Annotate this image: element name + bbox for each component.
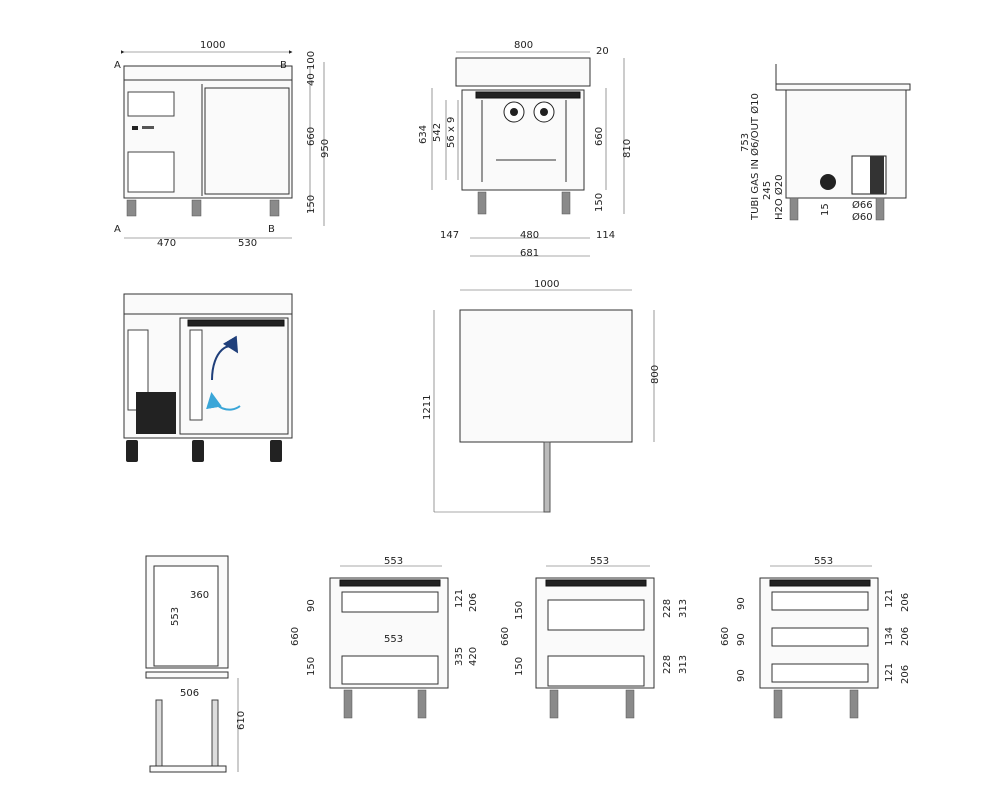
drawer-unit-2b: 553 660 150 150 228 313 228 313 — [500, 556, 689, 719]
gas-pipe-label: TUBI GAS IN Ø6/OUT Ø10 — [749, 93, 761, 221]
dim-side-810: 810 — [622, 139, 633, 158]
dim-side-634: 634 — [418, 125, 429, 144]
evaporator-fans — [503, 101, 555, 123]
airflow-return-arrow — [206, 392, 241, 411]
side-view: 800 20 634 542 56 x 9 660 810 150 147 48… — [418, 40, 633, 259]
dim-d2-553: 553 — [384, 556, 403, 567]
dim-front-100: 100 — [306, 51, 317, 70]
dim-side-542: 542 — [432, 123, 443, 142]
dim-d2-206: 206 — [468, 593, 479, 612]
drawer-unit-2: 553 553 660 90 150 121 206 335 420 — [290, 556, 479, 719]
dim-front-40: 40 — [306, 73, 317, 86]
dim-d2b-313b: 313 — [678, 655, 689, 674]
dim-side-480: 480 — [520, 230, 539, 241]
dim-d2-335: 335 — [454, 647, 465, 666]
dim-back-60: Ø60 — [852, 211, 873, 223]
front-view: 1000 A B A B 470 530 40 100 660 950 150 — [114, 40, 331, 249]
dim-d3-90b: 90 — [736, 633, 747, 646]
dim-front-950: 950 — [320, 139, 331, 158]
dim-d3-206b: 206 — [900, 627, 911, 646]
dim-d2b-228b: 228 — [662, 655, 673, 674]
dim-d2-150: 150 — [306, 657, 317, 676]
dim-d2b-150a: 150 — [514, 601, 525, 620]
dim-side-shelves: 56 x 9 — [446, 117, 457, 148]
dim-d2-121: 121 — [454, 589, 465, 608]
dim-d2b-228a: 228 — [662, 599, 673, 618]
dim-drawer-506: 506 — [180, 688, 199, 699]
section-a-top: A — [114, 60, 121, 71]
dim-side-20: 20 — [596, 46, 609, 57]
dim-d2-inner553: 553 — [384, 634, 403, 645]
dim-d3-206a: 206 — [900, 593, 911, 612]
dim-front-left: 470 — [157, 238, 176, 249]
dim-d3-206c: 206 — [900, 665, 911, 684]
dim-side-800: 800 — [514, 40, 533, 51]
dim-d2b-553: 553 — [590, 556, 609, 567]
drawer-unit-3: 553 660 90 90 90 121 206 134 206 121 206 — [720, 556, 911, 719]
compressor — [820, 155, 887, 195]
dim-d2b-150b: 150 — [514, 657, 525, 676]
dim-side-681: 681 — [520, 248, 539, 259]
dim-side-147: 147 — [440, 230, 459, 241]
dim-front-right: 530 — [238, 238, 257, 249]
dim-d3-134: 134 — [884, 627, 895, 646]
dim-back-753: 753 — [740, 133, 751, 152]
section-a-bottom: A — [114, 224, 121, 235]
dim-d2b-313a: 313 — [678, 599, 689, 618]
dim-side-114: 114 — [596, 230, 615, 241]
dim-d2-90: 90 — [306, 599, 317, 612]
dim-drawer-610: 610 — [236, 711, 247, 730]
dim-d2-660: 660 — [290, 627, 301, 646]
dim-d3-90a: 90 — [736, 597, 747, 610]
dim-plan-1000: 1000 — [534, 279, 559, 290]
back-view: 753 TUBI GAS IN Ø6/OUT Ø10 245 H2O Ø20 1… — [740, 64, 911, 223]
dim-d2-420: 420 — [468, 647, 479, 666]
dim-back-15: 15 — [820, 203, 831, 216]
dim-d2b-660: 660 — [500, 627, 511, 646]
section-b-top: B — [280, 60, 287, 71]
dim-plan-800: 800 — [650, 365, 661, 384]
drawer-detail: 360 553 506 610 — [145, 555, 247, 773]
dim-front-150: 150 — [306, 195, 317, 214]
front-vent-grille — [127, 91, 175, 193]
h2o-label: H2O Ø20 — [773, 174, 785, 220]
dim-back-66: Ø66 — [852, 199, 873, 211]
dim-drawer-553: 553 — [170, 607, 181, 626]
airflow-cold-arrow — [211, 335, 239, 381]
front-logo — [132, 126, 154, 130]
dim-plan-1211: 1211 — [422, 395, 433, 420]
dim-side-150: 150 — [594, 193, 605, 212]
front-feet — [126, 199, 280, 217]
airflow-section — [123, 293, 293, 462]
dim-d3-553: 553 — [814, 556, 833, 567]
dim-drawer-360: 360 — [190, 590, 209, 601]
dim-front-660: 660 — [306, 127, 317, 146]
dim-d3-660: 660 — [720, 627, 731, 646]
dim-d3-90c: 90 — [736, 669, 747, 682]
dim-front-width: 1000 — [200, 40, 225, 51]
section-b-bottom: B — [268, 224, 275, 235]
plan-view: 1000 1211 800 — [422, 279, 661, 513]
dim-d3-121a: 121 — [884, 589, 895, 608]
dim-d3-121b: 121 — [884, 663, 895, 682]
dim-back-245: 245 — [762, 181, 773, 200]
dim-side-660: 660 — [594, 127, 605, 146]
